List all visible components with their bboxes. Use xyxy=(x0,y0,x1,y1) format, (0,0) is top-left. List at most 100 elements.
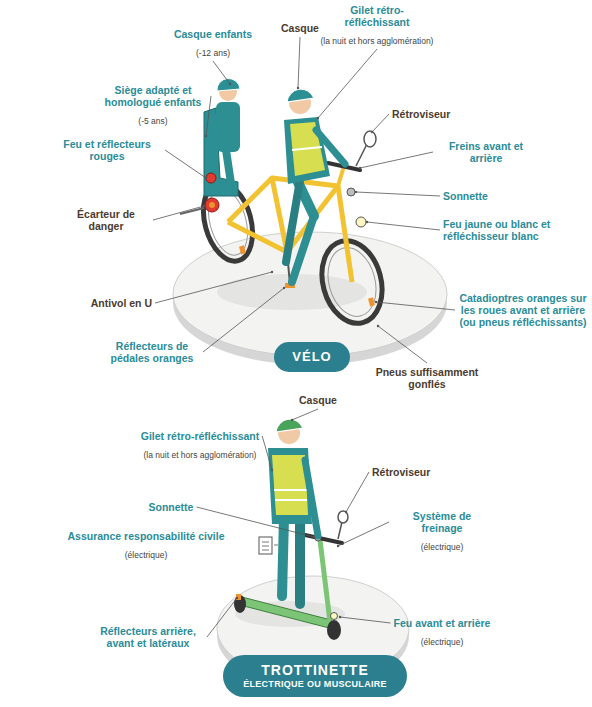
label-row: Sonnette xyxy=(136,497,206,515)
leader-line xyxy=(378,326,427,363)
label-row: Feu et réflecteurs rouges xyxy=(52,138,162,164)
part-label: Casque enfants xyxy=(174,28,252,40)
pill-title: TROTTINETTE xyxy=(243,662,387,679)
bike-drawing-part xyxy=(292,147,322,150)
label-group: Pneus suffisamment gonflés xyxy=(368,366,486,392)
bike-drawing-part xyxy=(206,173,216,183)
label-row: Siège adapté et homologué enfants xyxy=(98,84,208,110)
part-label: Assurance responsabilité civile xyxy=(68,530,225,542)
scooter-drawing-part xyxy=(238,596,333,629)
bike-drawing xyxy=(180,78,391,330)
bike-drawing-part xyxy=(338,186,352,282)
label-row: Freins avant et arrière xyxy=(436,140,536,166)
leader-dot xyxy=(291,419,293,421)
part-label: Sonnette xyxy=(443,190,488,202)
label-row: Assurance responsabilité civile xyxy=(66,526,226,544)
leader-line xyxy=(298,37,300,88)
leader-line xyxy=(338,522,389,546)
label-group: Casque xyxy=(288,390,348,408)
scooter-drawing-part xyxy=(331,613,338,620)
leader-line xyxy=(346,472,369,512)
bike-drawing-part xyxy=(205,198,219,212)
bike-drawing-part xyxy=(287,89,314,102)
leader-dot xyxy=(203,205,205,207)
leader-dot xyxy=(359,167,361,169)
leader-dot xyxy=(271,469,273,471)
label-row: Casque xyxy=(272,18,328,36)
part-label: Siège adapté et homologué enfants xyxy=(98,84,208,108)
bike-drawing-part xyxy=(216,102,240,152)
label-group: Gilet rétro-réfléchissant(la nuit et hor… xyxy=(318,4,436,48)
scooter-drawing-part xyxy=(236,594,241,600)
bike-drawing-part xyxy=(364,131,376,147)
part-label: Écarteur de danger xyxy=(62,208,150,232)
part-label: Antivol en U xyxy=(91,297,152,309)
leader-dot xyxy=(337,545,339,547)
scooter-drawing-part xyxy=(274,489,307,491)
pill-title: VÉLO xyxy=(292,349,332,365)
leader-line xyxy=(203,288,284,352)
label-note: (la nuit et hors agglomération) xyxy=(144,450,257,460)
scooter-drawing-part xyxy=(234,595,246,613)
leader-line xyxy=(360,152,433,168)
label-group: Antivol en U xyxy=(62,293,152,311)
part-label: Sonnette xyxy=(149,501,194,513)
leader-dot xyxy=(339,616,341,618)
part-label: Réflecteurs de pédales oranges xyxy=(104,340,200,364)
scooter-drawing-part xyxy=(274,545,278,546)
label-group: Écarteur de danger xyxy=(62,208,150,234)
label-row: Catadioptres oranges sur les roues avant… xyxy=(458,292,588,330)
label-group: Assurance responsabilité civile (électriq… xyxy=(66,526,226,562)
label-group: Réflecteurs de pédales oranges xyxy=(104,340,200,366)
label-row: Feu avant et arrière xyxy=(392,613,492,631)
label-row: Gilet rétro-réfléchissant xyxy=(318,4,436,30)
leader-line xyxy=(262,436,272,470)
leader-line xyxy=(376,302,455,310)
label-row: Réflecteurs arrière, avant et latéraux xyxy=(92,625,204,651)
label-row: Feu jaune ou blanc et réfléchisseur blan… xyxy=(443,218,555,244)
label-row: Pneus suffisamment gonflés xyxy=(368,366,486,392)
label-row: Rétroviseur xyxy=(392,104,472,122)
label-group: Réflecteurs arrière, avant et latéraux xyxy=(92,625,204,651)
scooter-drawing-part xyxy=(276,419,303,432)
leader-dot xyxy=(229,83,231,85)
label-row: Casque xyxy=(288,390,348,408)
scooter-drawing-part xyxy=(262,550,269,551)
label-row: (-5 ans) xyxy=(98,110,208,128)
label-note: (électrique) xyxy=(125,550,168,560)
scooter-drawing-part xyxy=(282,518,284,596)
leader-line xyxy=(340,617,391,623)
label-row: (électrique) xyxy=(392,536,492,554)
scooter-drawing-part xyxy=(305,460,318,536)
label-row: Système de freinage xyxy=(392,510,492,536)
bike-drawing-part xyxy=(239,245,246,254)
leader-line xyxy=(318,49,377,118)
part-label: Catadioptres oranges sur les roues avant… xyxy=(458,292,588,328)
leader-line xyxy=(372,114,389,132)
bike-drawing-part xyxy=(286,180,300,262)
leader-dot xyxy=(313,536,315,538)
part-label: Pneus suffisamment gonflés xyxy=(368,366,486,390)
part-label: Rétroviseur xyxy=(392,108,450,120)
scooter-drawing-part xyxy=(259,537,272,554)
label-row: Casque enfants xyxy=(165,24,261,42)
bike-drawing-part xyxy=(284,117,330,184)
part-label: Système de freinage xyxy=(392,510,492,534)
scooter-drawing-part xyxy=(320,540,330,622)
label-group: Casque enfants(-12 ans) xyxy=(165,24,261,60)
label-note: (électrique) xyxy=(421,637,464,647)
part-label: Casque xyxy=(281,22,319,34)
leader-dot xyxy=(205,135,207,137)
bike-drawing-part xyxy=(368,297,375,306)
scooter-drawing-part xyxy=(275,499,307,501)
part-label: Feu avant et arrière xyxy=(394,617,491,629)
label-row: Sonnette xyxy=(443,186,513,204)
label-group: Sonnette xyxy=(443,186,513,204)
scooter-drawing-part xyxy=(327,620,341,640)
label-row: Rétroviseur xyxy=(372,462,452,480)
leader-dot xyxy=(271,271,273,273)
part-label: Feu et réflecteurs rouges xyxy=(52,138,162,162)
category-pill: TROTTINETTEÉLECTRIQUE OU MUSCULAIRE xyxy=(223,655,407,697)
part-label: Casque xyxy=(299,394,337,406)
